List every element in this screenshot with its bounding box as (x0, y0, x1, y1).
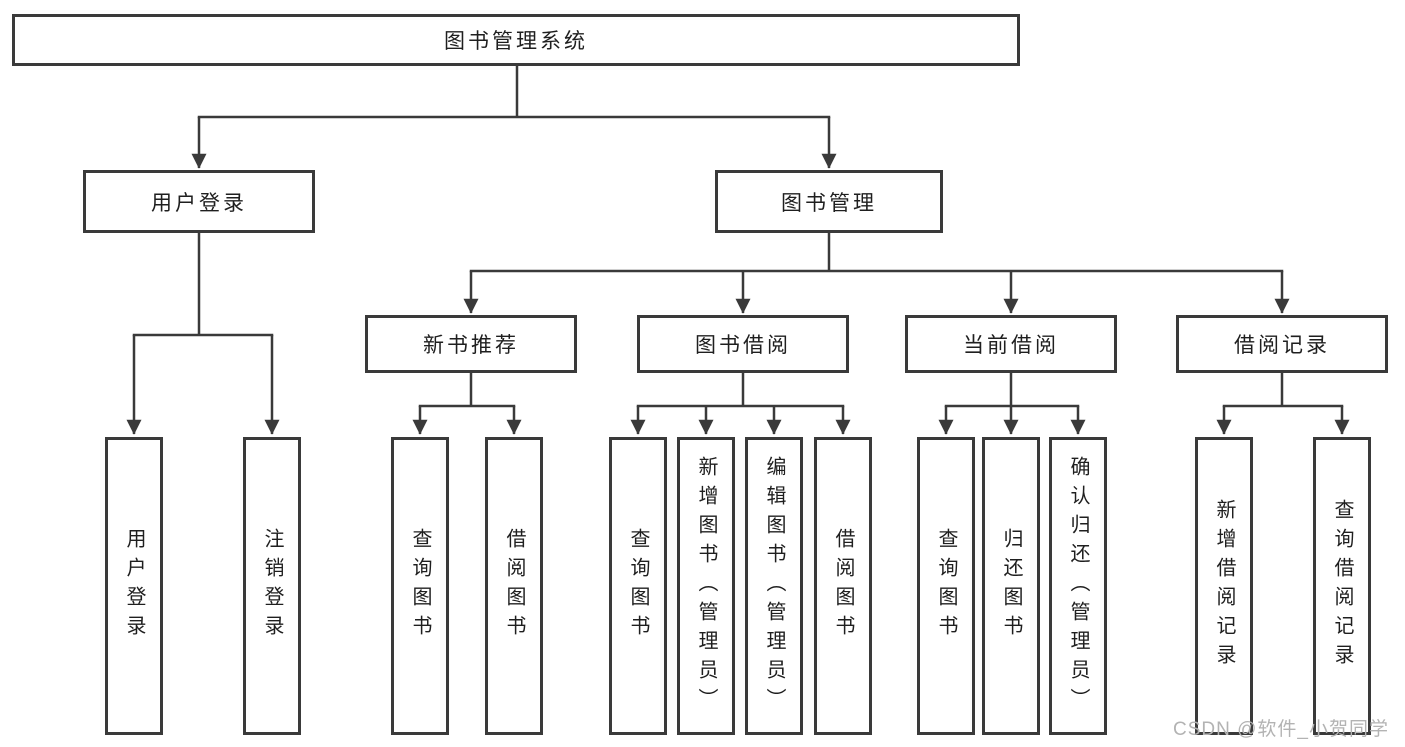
leaf-nbr-query-books-label: 查询图书 (409, 528, 431, 644)
leaf-nbr-query-books: 查询图书 (391, 437, 449, 735)
node-book-borrowing: 图书借阅 (637, 315, 849, 373)
leaf-bb-edit-books-admin: 编辑图书（管理员） (745, 437, 803, 735)
leaf-cb-return-books: 归还图书 (982, 437, 1040, 735)
leaf-cb-confirm-return-admin: 确认归还（管理员） (1049, 437, 1107, 735)
node-user-login-label: 用户登录 (151, 191, 247, 215)
node-book-management-label: 图书管理 (781, 191, 877, 215)
leaf-bb-add-books-admin: 新增图书（管理员） (677, 437, 735, 735)
leaf-logout: 注销登录 (243, 437, 301, 735)
node-current-borrowing-label: 当前借阅 (963, 334, 1059, 357)
leaf-br-add-record: 新增借阅记录 (1195, 437, 1253, 735)
leaf-bb-query-books: 查询图书 (609, 437, 667, 735)
node-new-book-recommend-label: 新书推荐 (423, 334, 519, 357)
leaf-nbr-borrow-books-label: 借阅图书 (503, 528, 525, 644)
leaf-logout-label: 注销登录 (261, 528, 283, 644)
leaf-user-login: 用户登录 (105, 437, 163, 735)
leaf-bb-edit-books-admin-label: 编辑图书（管理员） (763, 455, 785, 717)
leaf-bb-query-books-label: 查询图书 (627, 528, 649, 644)
node-borrowing-records: 借阅记录 (1176, 315, 1388, 373)
leaf-user-login-label: 用户登录 (123, 528, 145, 644)
leaf-bb-add-books-admin-label: 新增图书（管理员） (695, 455, 717, 717)
leaf-br-query-record: 查询借阅记录 (1313, 437, 1371, 735)
node-root-label: 图书管理系统 (444, 30, 588, 53)
node-borrowing-records-label: 借阅记录 (1234, 334, 1330, 357)
leaf-cb-query-books-label: 查询图书 (935, 528, 957, 644)
leaf-br-query-record-label: 查询借阅记录 (1331, 499, 1353, 673)
leaf-nbr-borrow-books: 借阅图书 (485, 437, 543, 735)
leaf-cb-return-books-label: 归还图书 (1000, 528, 1022, 644)
leaf-cb-confirm-return-admin-label: 确认归还（管理员） (1067, 455, 1089, 717)
leaf-bb-borrow-books-label: 借阅图书 (832, 528, 854, 644)
node-root: 图书管理系统 (12, 14, 1020, 66)
leaf-bb-borrow-books: 借阅图书 (814, 437, 872, 735)
node-new-book-recommend: 新书推荐 (365, 315, 577, 373)
node-current-borrowing: 当前借阅 (905, 315, 1117, 373)
watermark: CSDN @软件_小贺同学 (1173, 719, 1389, 740)
node-book-management: 图书管理 (715, 170, 943, 233)
leaf-br-add-record-label: 新增借阅记录 (1213, 499, 1235, 673)
node-user-login: 用户登录 (83, 170, 315, 233)
node-book-borrowing-label: 图书借阅 (695, 334, 791, 357)
leaf-cb-query-books: 查询图书 (917, 437, 975, 735)
